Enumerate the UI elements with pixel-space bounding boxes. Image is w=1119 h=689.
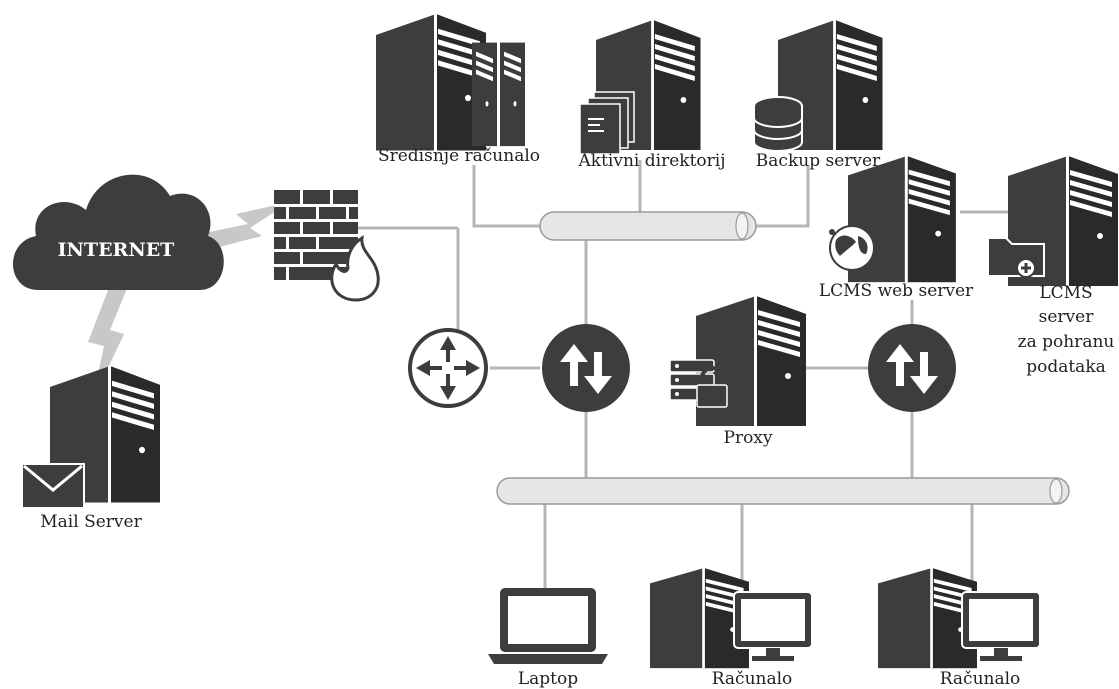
lcms-storage-label-3: za pohranu <box>1018 332 1115 352</box>
proxy-label: Proxy <box>724 428 773 448</box>
backup-server-label: Backup server <box>756 151 881 171</box>
wire-backup-server <box>756 165 810 228</box>
lightning-internet-firewall <box>190 202 290 252</box>
lcms-web-server-label: LCMS web server <box>819 281 974 301</box>
lcms-storage-label-2: server <box>1039 307 1095 327</box>
computer-1-label: Računalo <box>712 669 793 689</box>
monitor-icon <box>961 591 1041 661</box>
documents-icon <box>579 91 635 155</box>
firewall-icon <box>274 190 380 302</box>
switch-icon <box>542 324 630 412</box>
laptop-label: Laptop <box>518 669 578 689</box>
bottom-bus <box>496 477 1070 505</box>
active-directory-label: Aktivni direktorij <box>578 151 726 171</box>
flame-icon <box>330 235 380 302</box>
switch-icon <box>868 324 956 412</box>
server-tower-icon <box>376 14 525 151</box>
computer-2-label: Računalo <box>940 669 1021 689</box>
folder-add-icon <box>987 237 1045 278</box>
lightning-internet-mail <box>88 280 128 402</box>
central-computer-label: Središnje računalo <box>378 146 540 166</box>
cloud-icon: INTERNET <box>12 174 224 290</box>
wire-central-computer <box>472 165 540 228</box>
internet-label: INTERNET <box>58 239 175 261</box>
mail-server-label: Mail Server <box>40 512 142 532</box>
monitor-icon <box>733 591 813 661</box>
lcms-storage-label-4: podataka <box>1026 357 1106 377</box>
router-icon <box>408 328 488 408</box>
globe-icon <box>829 225 877 271</box>
lock-icon <box>696 366 728 408</box>
lcms-storage-label-1: LCMS <box>1039 283 1092 303</box>
envelope-icon <box>21 463 85 509</box>
connections <box>358 160 1008 588</box>
database-icon <box>753 96 803 152</box>
laptop-icon <box>488 588 608 664</box>
top-bus <box>539 211 757 241</box>
